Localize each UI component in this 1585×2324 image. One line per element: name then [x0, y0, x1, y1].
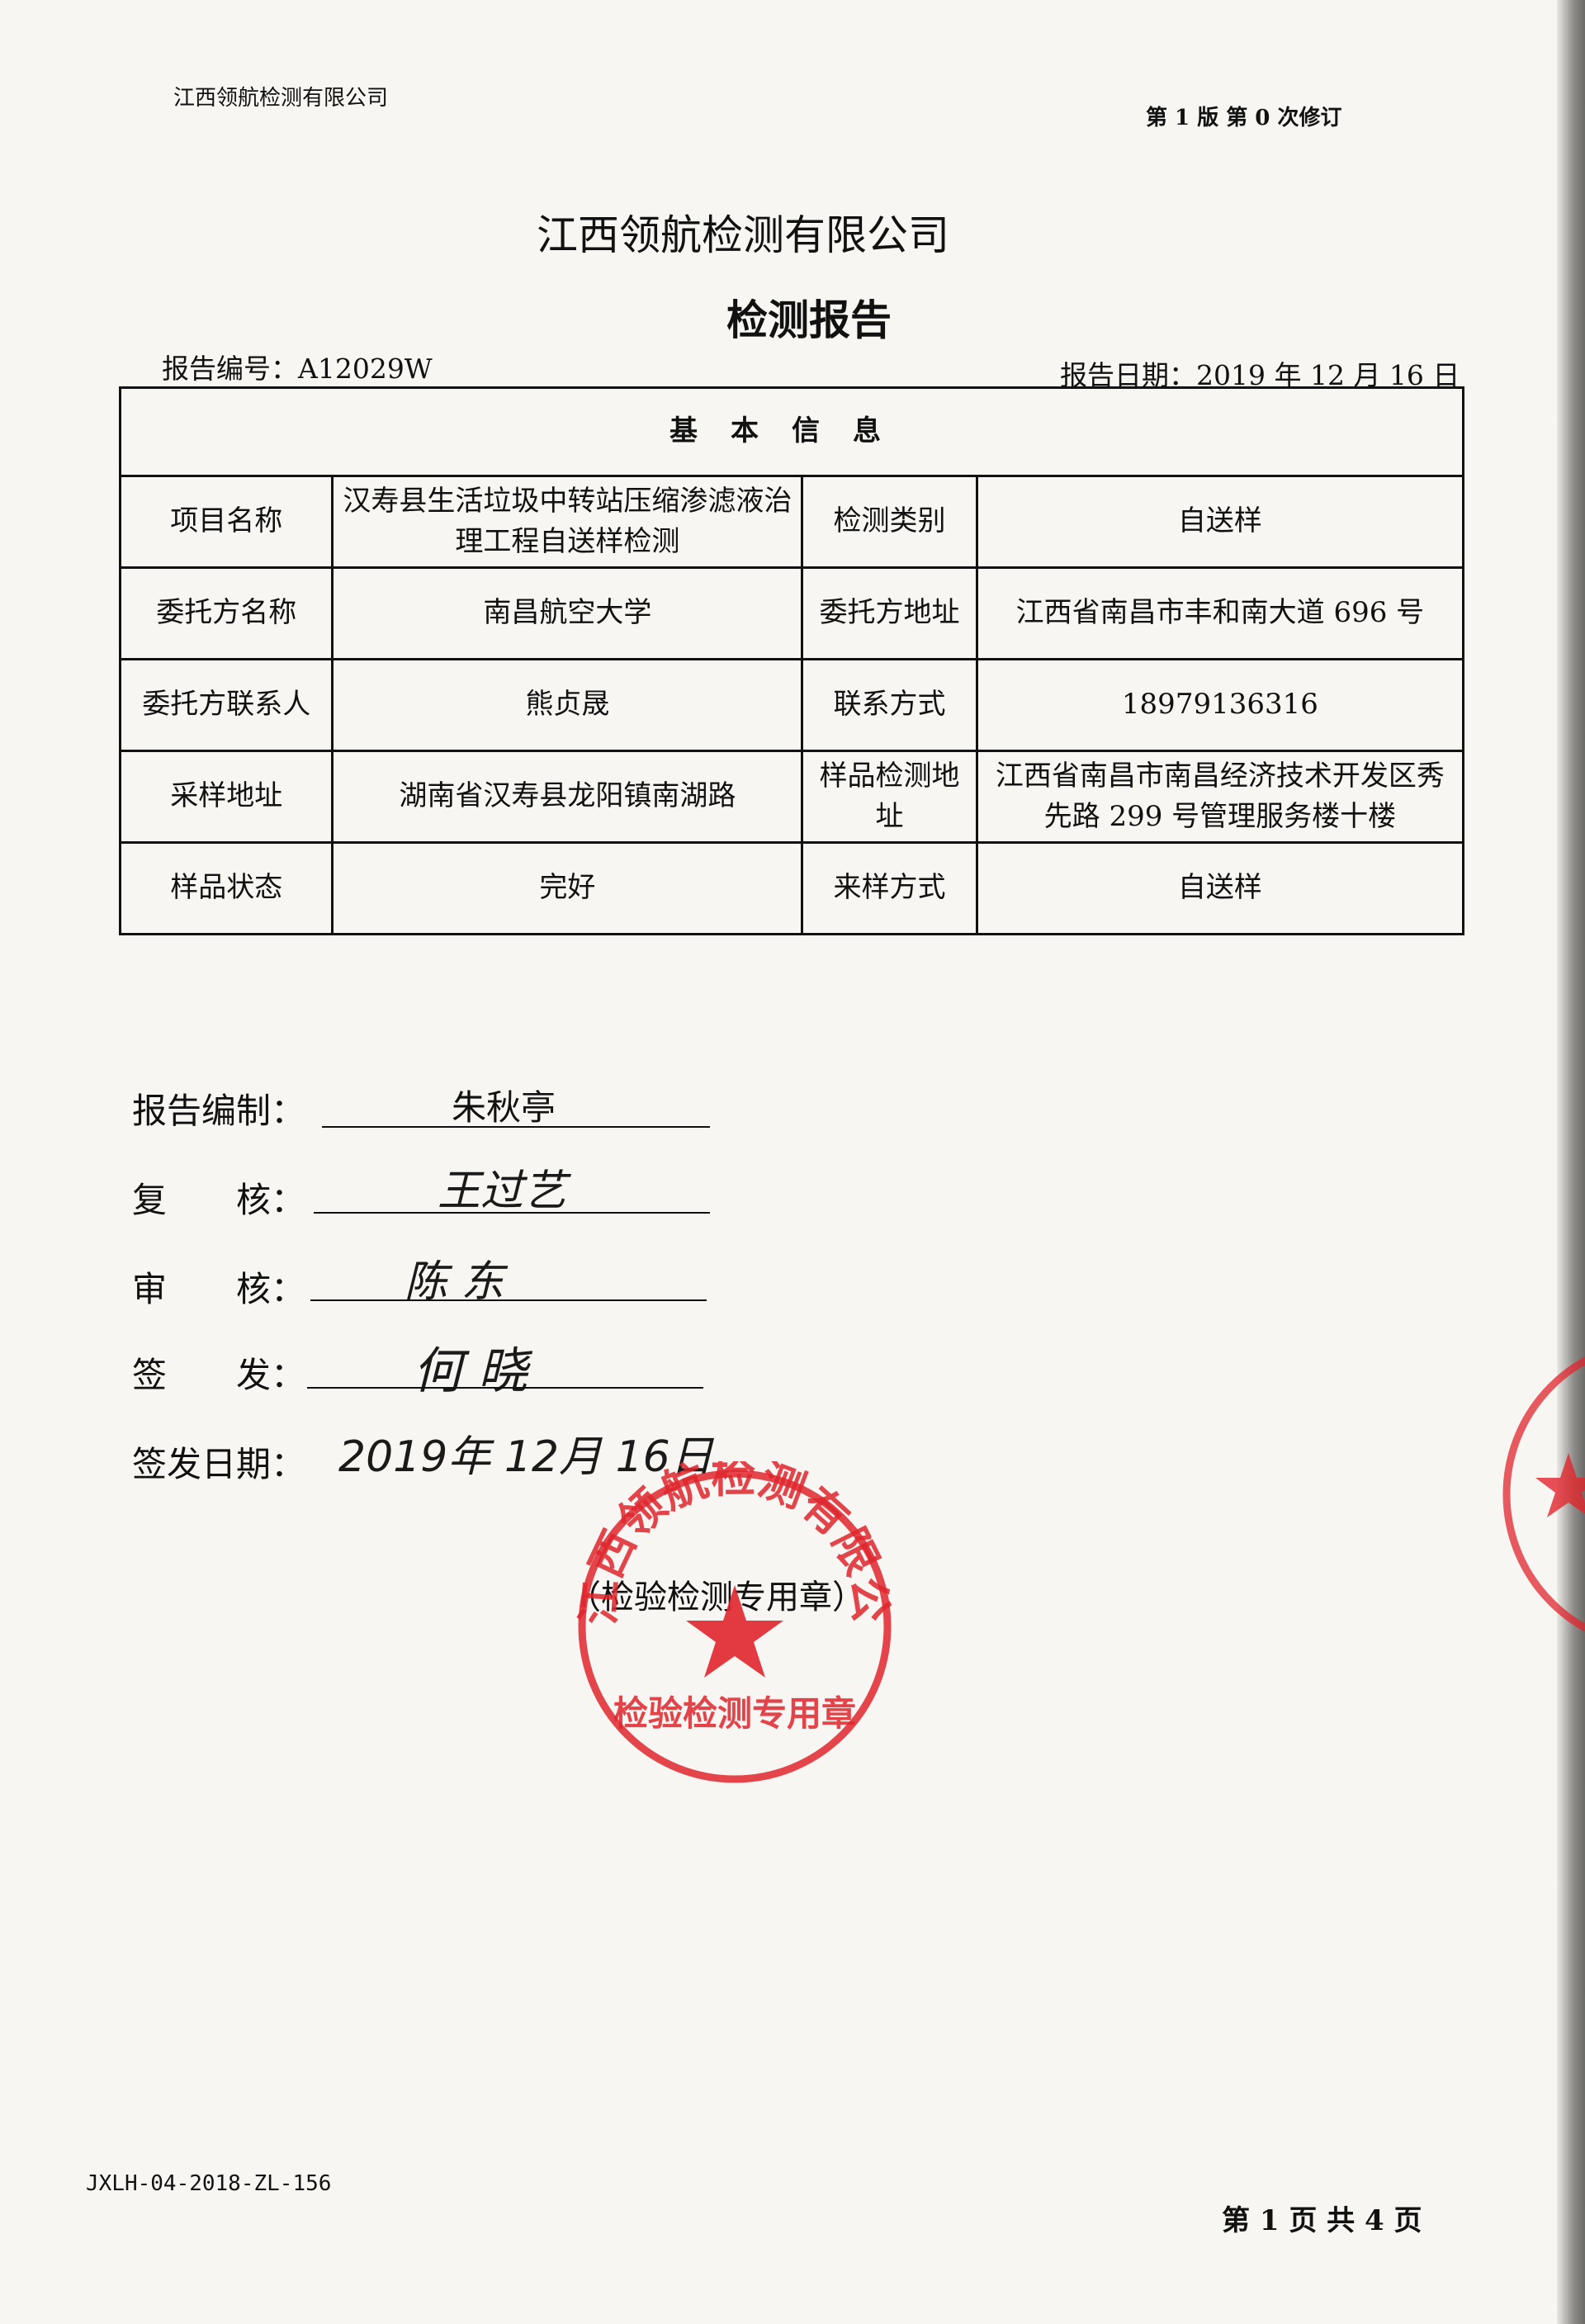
page-number: 第 1 页 共 4 页: [1222, 2204, 1422, 2237]
company-title: 江西领航检测有限公司: [537, 211, 949, 259]
row-value: 江西省南昌市南昌经济技术开发区秀先路 299 号管理服务楼十楼: [975, 750, 1465, 844]
audited-label: 审 核：: [132, 1269, 306, 1309]
row-label: 委托方名称: [118, 566, 334, 660]
row-value: 18979136316: [975, 658, 1465, 752]
issued-signature: 何 晓: [413, 1342, 528, 1400]
partial-seal: [1502, 1356, 1585, 1632]
prepared-value: 朱秋亭: [451, 1087, 556, 1128]
table-row: 委托方名称 南昌航空大学 委托方地址 江西省南昌市丰和南大道 696 号: [118, 566, 1465, 660]
row-label: 委托方联系人: [118, 658, 334, 752]
reviewed-label: 复 核：: [132, 1180, 306, 1220]
reviewed-line: [314, 1210, 710, 1214]
row-value: 完好: [331, 841, 804, 935]
partial-seal-star-icon: [1535, 1453, 1585, 1517]
row-label: 样品状态: [118, 841, 334, 935]
issue-date-value: 2019年 12月 16日: [338, 1432, 713, 1482]
issued-line: [307, 1385, 703, 1389]
table-row: 样品状态 完好 来样方式 自送样: [118, 841, 1465, 935]
row-value: 南昌航空大学: [331, 566, 804, 660]
row-label: 来样方式: [801, 841, 978, 935]
stamp-caption: （检验检测专用章）: [568, 1579, 865, 1616]
row-label: 委托方地址: [801, 566, 978, 660]
row-value: 江西省南昌市丰和南大道 696 号: [975, 566, 1465, 660]
header-company: 江西领航检测有限公司: [173, 86, 389, 111]
audited-line: [310, 1298, 707, 1301]
seal-star-icon: [686, 1585, 783, 1678]
row-value: 汉寿县生活垃圾中转站压缩渗滤液治理工程自送样检测: [331, 475, 804, 569]
row-value: 熊贞晟: [331, 658, 804, 752]
row-value: 自送样: [975, 475, 1465, 569]
row-value: 湖南省汉寿县龙阳镇南湖路: [331, 750, 804, 844]
issue-date-label: 签发日期：: [132, 1444, 306, 1484]
page-edge-shadow: [1557, 0, 1585, 2324]
row-label: 采样地址: [118, 750, 334, 844]
document-code: JXLH-04-2018-ZL-156: [86, 2171, 332, 2196]
row-label: 样品检测地址: [801, 750, 978, 844]
seal-inner-text: 检验检测专用章: [613, 1694, 856, 1734]
header-version: 第 1 版 第 0 次修订: [1146, 106, 1342, 130]
table-row: 采样地址 湖南省汉寿县龙阳镇南湖路 样品检测地址 江西省南昌市南昌经济技术开发区…: [118, 750, 1465, 844]
report-title: 检测报告: [726, 296, 892, 344]
report-number: 报告编号：A12029W: [162, 353, 433, 385]
row-value: 自送样: [975, 841, 1465, 935]
row-label: 联系方式: [801, 658, 978, 752]
table-row: 项目名称 汉寿县生活垃圾中转站压缩渗滤液治理工程自送样检测 检测类别 自送样: [118, 475, 1465, 569]
reviewed-signature: 王过艺: [438, 1167, 567, 1216]
prepared-line: [322, 1124, 710, 1128]
report-date: 报告日期：2019 年 12 月 16 日: [1060, 359, 1460, 391]
official-seal: 江西领航检测有限公司 检验检测专用章: [570, 1461, 896, 1783]
issued-label: 签 发：: [132, 1355, 306, 1395]
row-label: 项目名称: [118, 475, 334, 569]
section-title: 基本信息: [119, 386, 1464, 477]
prepared-label: 报告编制：: [132, 1091, 306, 1131]
basic-info-table: 基本信息 项目名称 汉寿县生活垃圾中转站压缩渗滤液治理工程自送样检测 检测类别 …: [118, 386, 1465, 935]
audited-signature: 陈 东: [405, 1257, 504, 1307]
table-row: 委托方联系人 熊贞晟 联系方式 18979136316: [118, 658, 1465, 752]
row-label: 检测类别: [801, 475, 978, 569]
